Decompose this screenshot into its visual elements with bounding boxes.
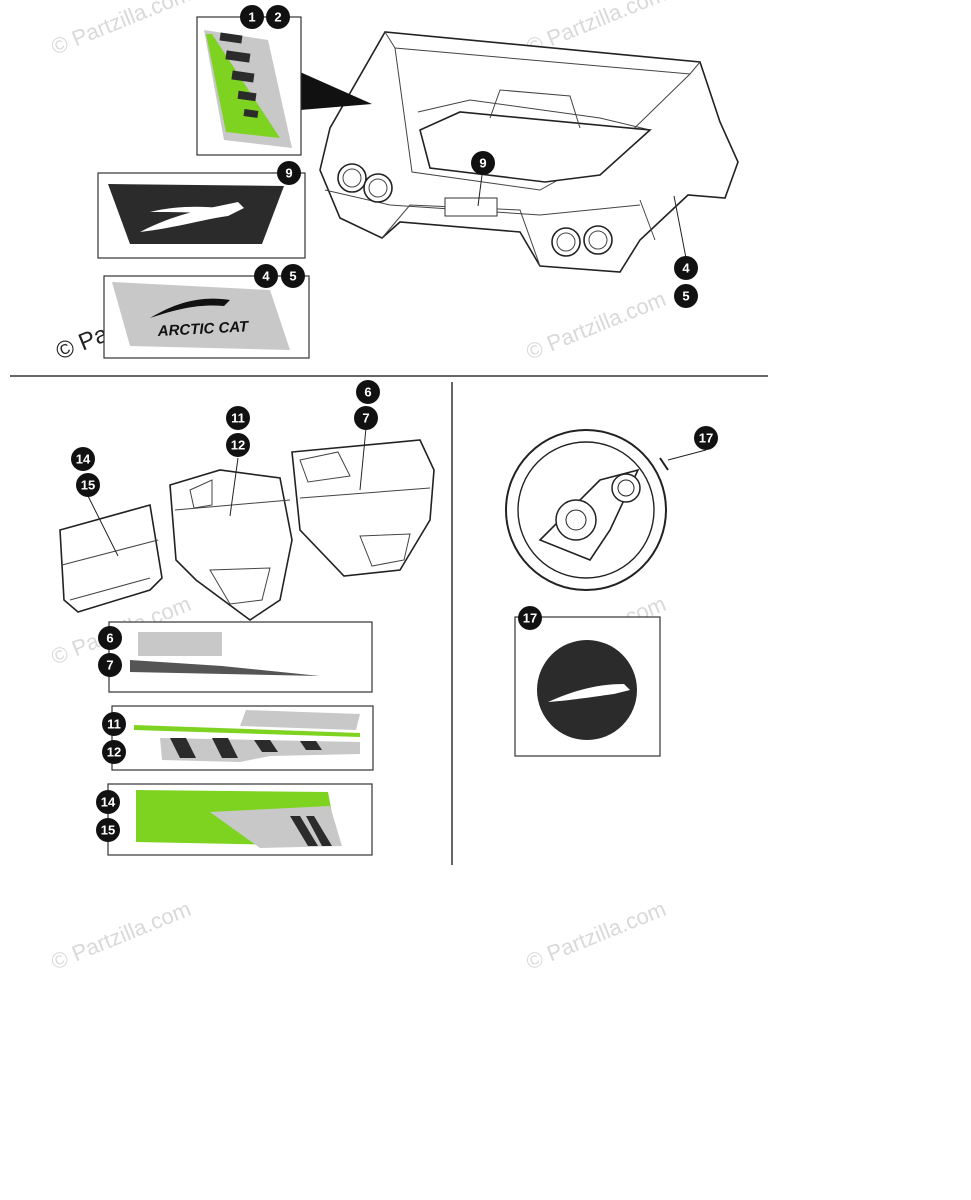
- callout-5-box[interactable]: 5: [281, 264, 305, 288]
- callout-1[interactable]: 1: [240, 5, 264, 29]
- svg-text:15: 15: [81, 478, 95, 493]
- callout-17-box[interactable]: 17: [518, 606, 542, 630]
- callout-2[interactable]: 2: [266, 5, 290, 29]
- svg-text:12: 12: [231, 438, 245, 453]
- callout-15-strip[interactable]: 15: [96, 818, 120, 842]
- svg-text:11: 11: [231, 411, 245, 426]
- callout-6-strip[interactable]: 6: [98, 626, 122, 650]
- watermark-7: © Partzilla.com: [523, 896, 670, 975]
- decal-strip-6-7: [108, 621, 373, 693]
- brand-logo-text: ARCTIC CAT: [156, 318, 250, 340]
- callout-5-front[interactable]: 5: [674, 284, 698, 308]
- callout-6-door[interactable]: 6: [356, 380, 380, 404]
- svg-text:2: 2: [274, 10, 281, 25]
- decal-strip-14-15: [107, 783, 373, 856]
- svg-text:7: 7: [106, 658, 113, 673]
- svg-text:15: 15: [101, 823, 115, 838]
- svg-text:11: 11: [107, 717, 121, 732]
- svg-text:14: 14: [101, 795, 116, 810]
- svg-text:9: 9: [285, 166, 292, 181]
- callout-7-door[interactable]: 7: [354, 406, 378, 430]
- left-headlights: [337, 163, 393, 203]
- right-headlights: [551, 225, 613, 257]
- decal-box-4-5: ARCTIC CAT: [103, 275, 310, 359]
- hood-assembly: [319, 31, 739, 273]
- callout-17-wheel[interactable]: 17: [694, 426, 718, 450]
- callout-9-box[interactable]: 9: [277, 161, 301, 185]
- svg-text:9: 9: [479, 156, 486, 171]
- callout-7-strip[interactable]: 7: [98, 653, 122, 677]
- decal-box-1-2: [196, 16, 302, 156]
- svg-text:7: 7: [362, 411, 369, 426]
- svg-text:1: 1: [248, 10, 255, 25]
- svg-text:17: 17: [523, 611, 537, 626]
- svg-text:5: 5: [682, 289, 689, 304]
- watermark-3: © Partzilla.com: [523, 286, 670, 365]
- callout-14-strip[interactable]: 14: [96, 790, 120, 814]
- svg-text:17: 17: [699, 431, 713, 446]
- svg-text:4: 4: [262, 269, 270, 284]
- decal-box-17: [514, 616, 661, 757]
- callout-12-door[interactable]: 12: [226, 433, 250, 457]
- front-door-panel: [291, 439, 435, 577]
- steering-wheel: [505, 429, 669, 591]
- center-door-panel: [169, 469, 293, 621]
- svg-text:6: 6: [106, 631, 113, 646]
- callout-15-door[interactable]: 15: [76, 473, 100, 497]
- rear-door-panel: [59, 503, 163, 613]
- watermark-6: © Partzilla.com: [48, 896, 195, 975]
- svg-text:6: 6: [364, 385, 371, 400]
- svg-text:5: 5: [289, 269, 296, 284]
- callout-14-door[interactable]: 14: [71, 447, 95, 471]
- callout-11-door[interactable]: 11: [226, 406, 250, 430]
- svg-text:12: 12: [107, 745, 121, 760]
- callout-4-box[interactable]: 4: [254, 264, 278, 288]
- decal-strip-11-12: [111, 705, 374, 771]
- callout-11-strip[interactable]: 11: [102, 712, 126, 736]
- callout-12-strip[interactable]: 12: [102, 740, 126, 764]
- watermark-1: © Partzilla.com: [48, 0, 195, 60]
- pointer-arrow: [300, 72, 372, 110]
- decal-box-9: [97, 172, 306, 259]
- svg-text:14: 14: [76, 452, 91, 467]
- svg-text:4: 4: [682, 261, 690, 276]
- callout-9-hood[interactable]: 9: [471, 151, 495, 175]
- callout-4-front[interactable]: 4: [674, 256, 698, 280]
